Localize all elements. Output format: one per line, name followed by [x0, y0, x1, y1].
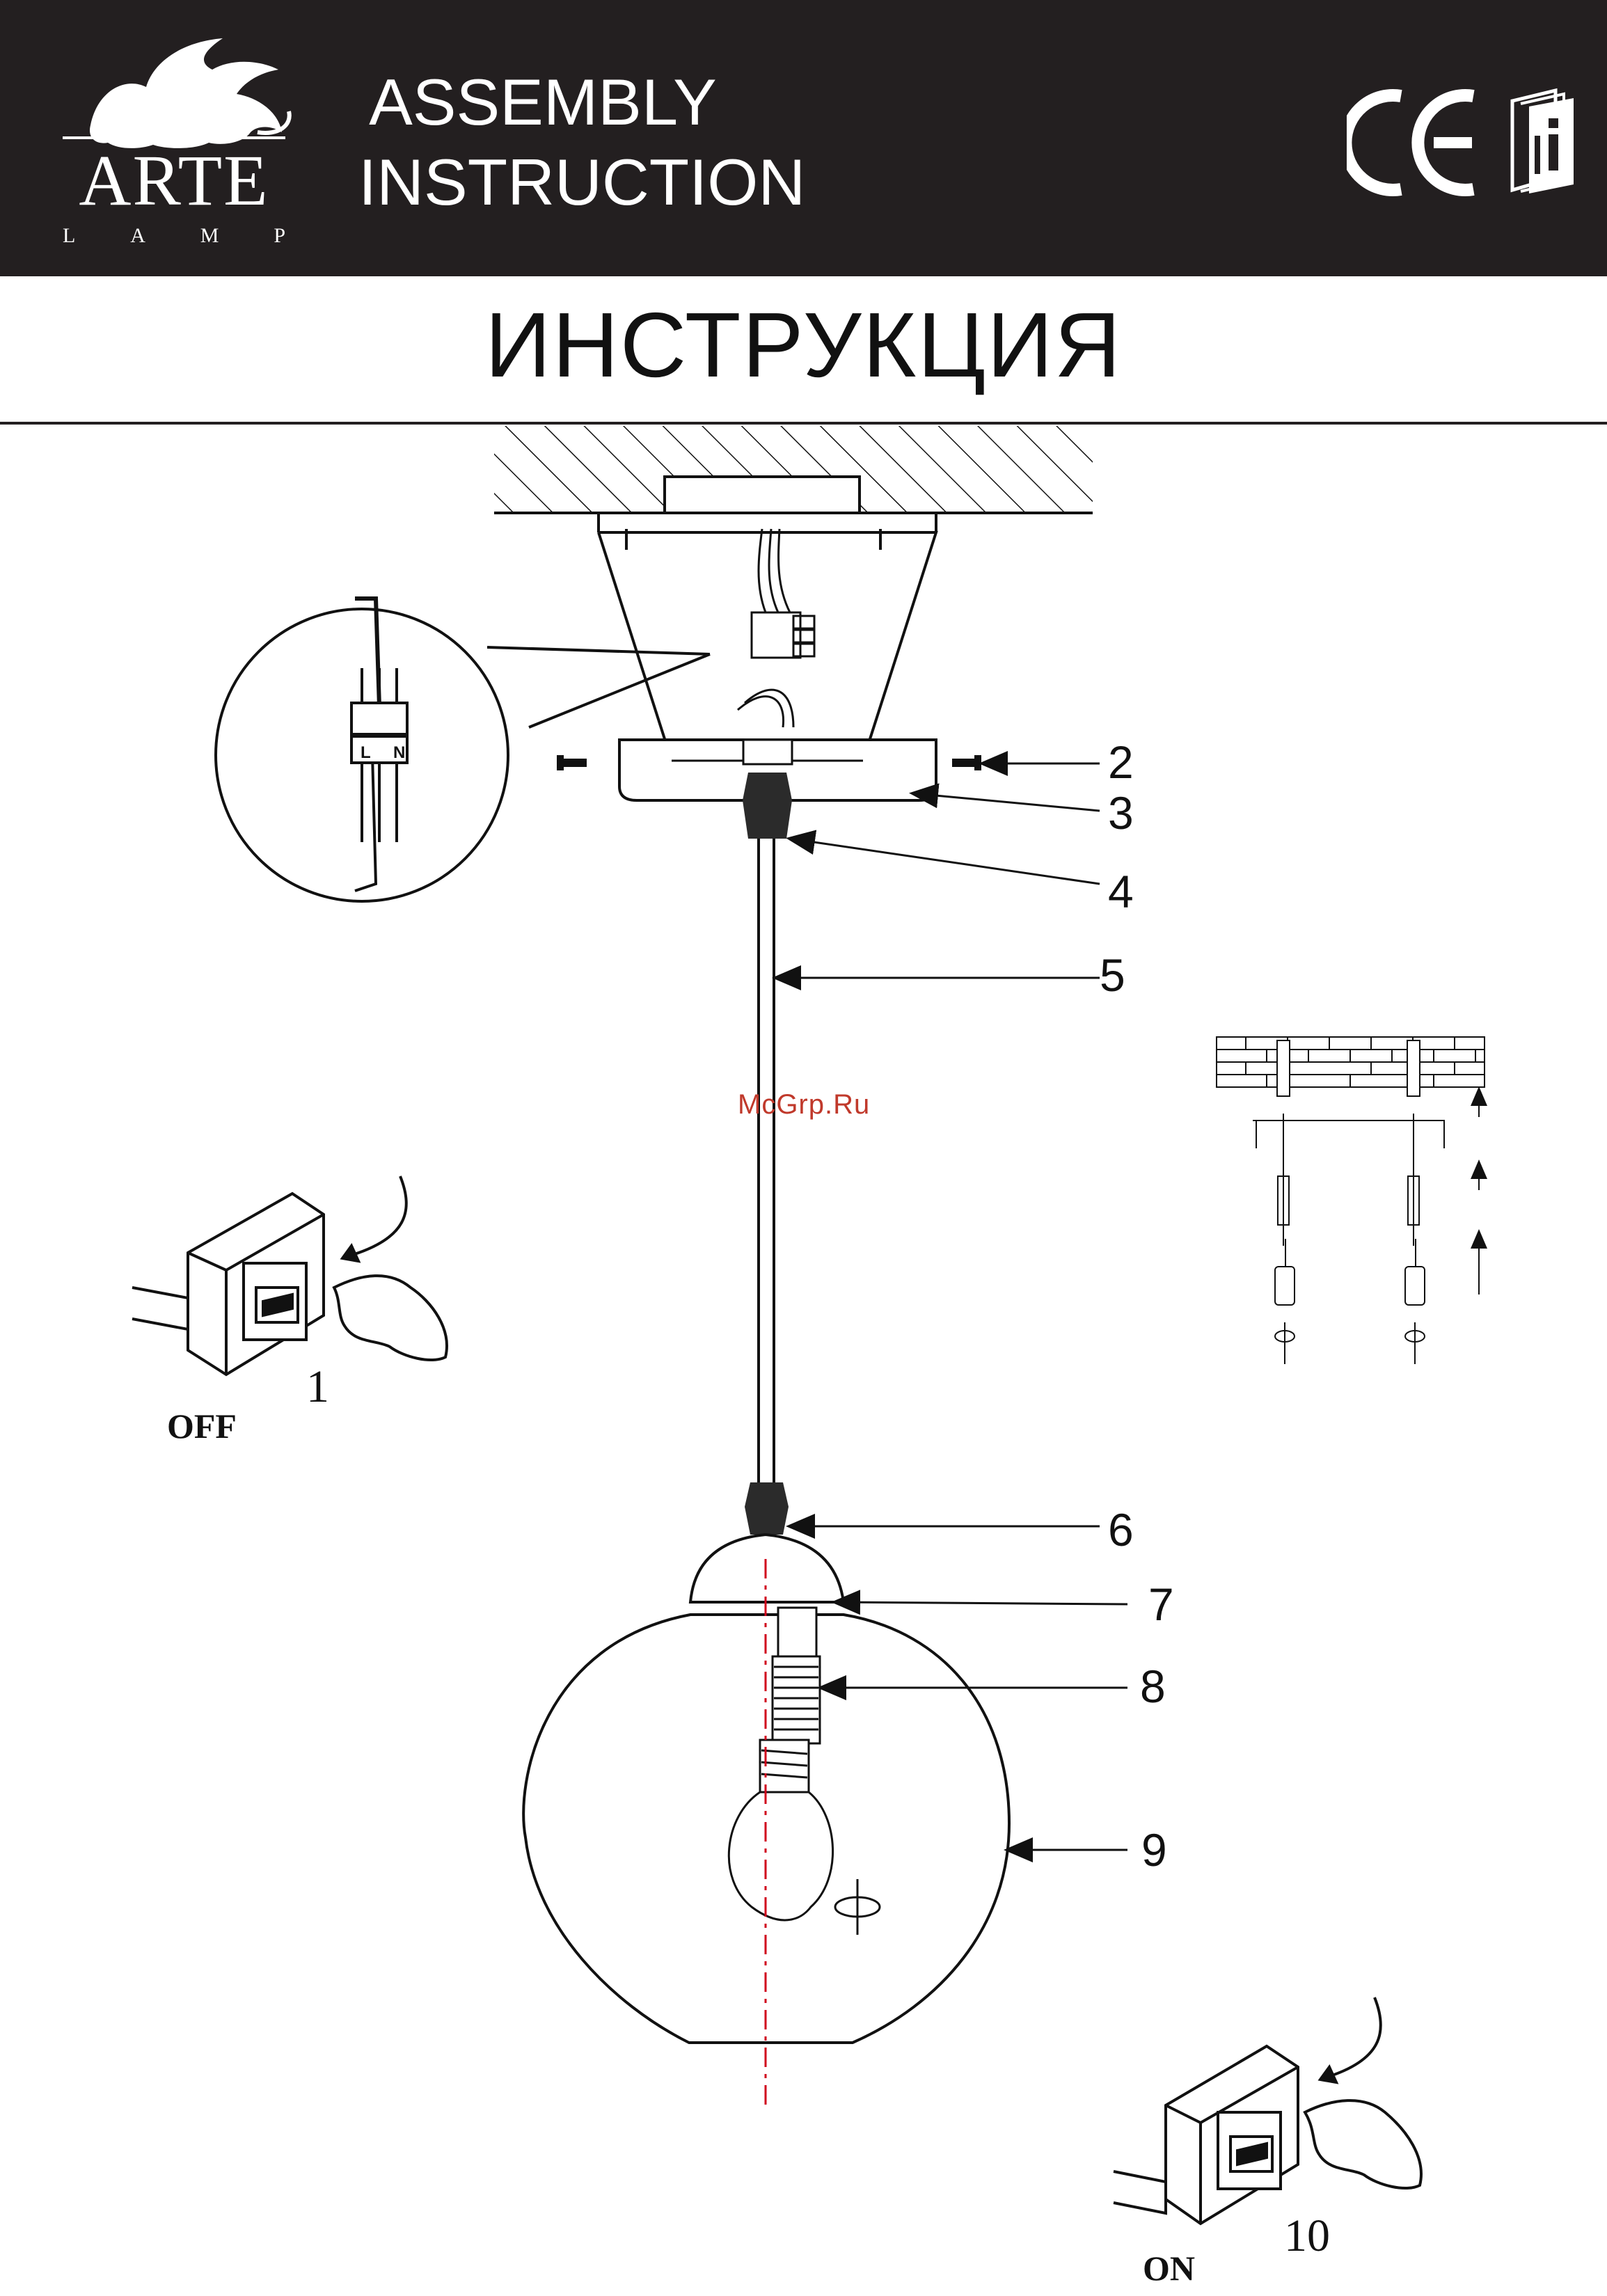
shade-cap [690, 1535, 844, 1602]
switch-off-label: OFF [167, 1406, 237, 1446]
connector-label-n: N [393, 743, 405, 762]
light-bulb [729, 1740, 832, 1920]
cable-grip-bottom [745, 1482, 789, 1535]
callout-9: 9 [1141, 1827, 1167, 1873]
switch-on-label: ON [1143, 2248, 1195, 2288]
lamp-socket [773, 1608, 820, 1743]
callout-5: 5 [1100, 952, 1125, 998]
cable-grip-top [743, 740, 792, 839]
switch-off-illustration [132, 1176, 447, 1375]
switch-on-illustration [1114, 1997, 1421, 2224]
watermark: McGrp.Ru [738, 1089, 870, 1121]
wall-mount-detail [1217, 1037, 1485, 1364]
rotate-icon [835, 1879, 880, 1935]
callout-2: 2 [1108, 739, 1134, 785]
callout-10: 10 [1284, 2213, 1330, 2259]
connector-label-l: L [361, 743, 371, 762]
suspension-cord [759, 839, 774, 1482]
terminal-block [738, 529, 814, 727]
callout-6: 6 [1108, 1507, 1134, 1553]
callout-1: 1 [306, 1364, 329, 1410]
callout-8: 8 [1140, 1663, 1166, 1709]
ceiling-hatch [494, 426, 1093, 513]
callout-7: 7 [1148, 1581, 1174, 1627]
callout-4: 4 [1108, 869, 1134, 915]
callout-3: 3 [1108, 790, 1134, 836]
callout-leaders [776, 763, 1127, 1850]
